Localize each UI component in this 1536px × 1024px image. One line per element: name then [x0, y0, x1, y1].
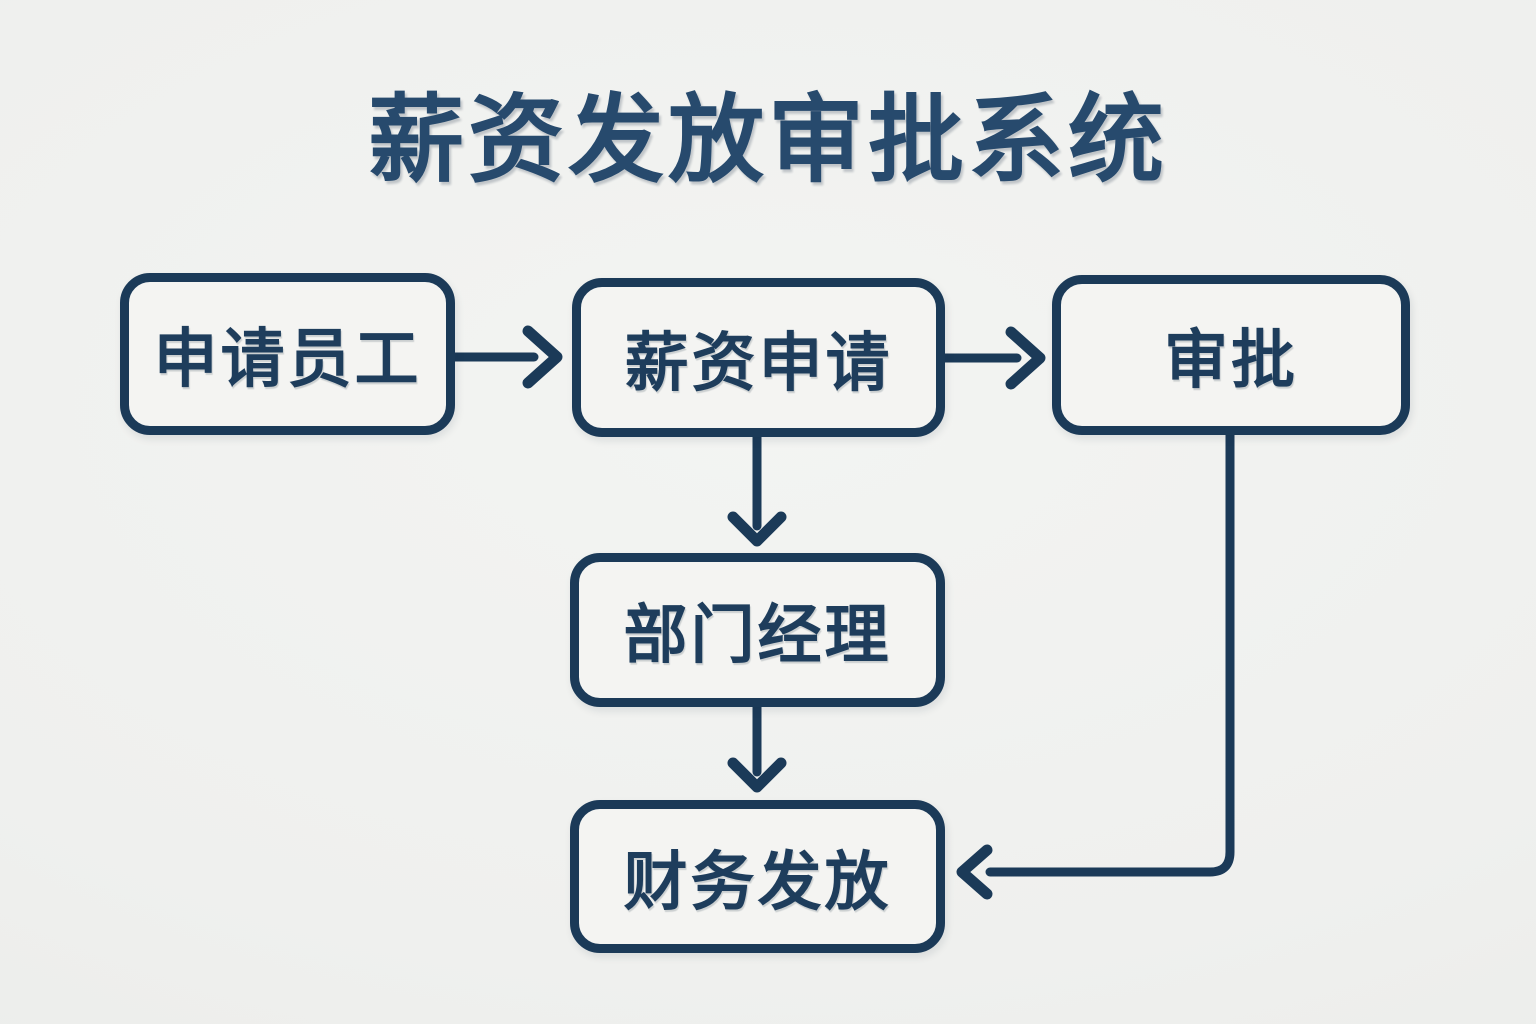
node-department-manager: 部门经理	[570, 553, 945, 707]
node-approval: 审批	[1052, 275, 1410, 435]
page-title: 薪资发放审批系统	[368, 84, 1168, 196]
edge-approval-to-finance-payout	[956, 430, 1235, 900]
edge-applicant-to-salary-request	[450, 325, 563, 389]
edge-salary-request-to-department-manager	[727, 432, 787, 547]
node-label: 部门经理	[623, 599, 892, 673]
node-salary-request: 薪资申请	[572, 278, 945, 437]
node-label: 审批	[1164, 324, 1298, 398]
node-finance-payout: 财务发放	[570, 800, 945, 953]
edge-department-manager-to-finance-payout	[727, 702, 787, 793]
node-applicant: 申请员工	[120, 273, 455, 435]
edge-salary-request-to-approval	[940, 326, 1046, 390]
node-label: 财务发放	[623, 845, 892, 920]
node-label: 申请员工	[153, 323, 422, 397]
node-label: 薪资申请	[624, 326, 893, 401]
